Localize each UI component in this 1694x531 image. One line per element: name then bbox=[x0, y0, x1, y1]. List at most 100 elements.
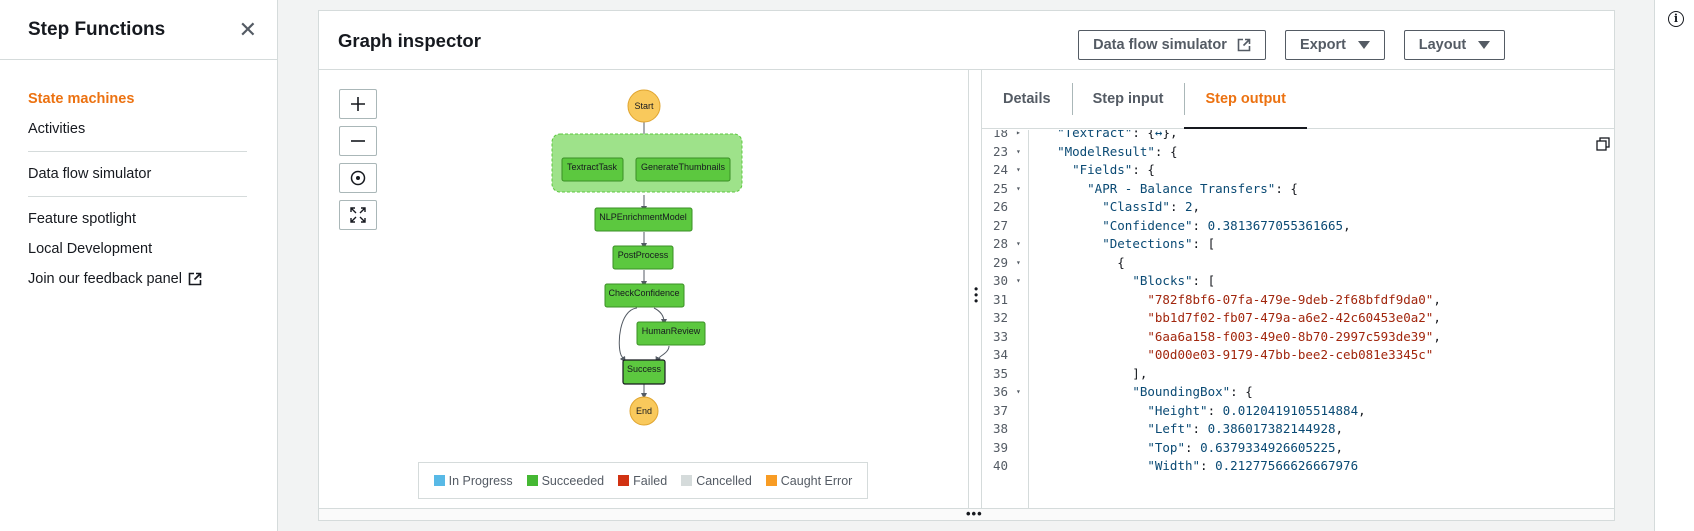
end-node[interactable] bbox=[629, 396, 659, 426]
tools-panel-strip: i bbox=[1654, 0, 1694, 531]
nlp-enrichment-model-node[interactable] bbox=[594, 207, 693, 232]
legend-label: Failed bbox=[633, 473, 668, 488]
caret-down-icon bbox=[1357, 41, 1370, 49]
start-node[interactable] bbox=[627, 89, 661, 123]
generate-thumbnails-node[interactable] bbox=[635, 157, 731, 182]
workflow-graph[interactable]: Start TextractTask GenerateThumbnails NL… bbox=[319, 70, 968, 520]
drag-handle-icon: ••• bbox=[974, 282, 979, 308]
line-number: 26 bbox=[992, 199, 1008, 214]
layout-dropdown-button[interactable]: Layout bbox=[1404, 30, 1505, 60]
fold-toggle-icon[interactable]: ▾ bbox=[1016, 276, 1021, 285]
code-line: 23▾ "ModelResult": { bbox=[982, 142, 1614, 162]
code-text: ], bbox=[1042, 365, 1148, 381]
line-number: 33 bbox=[992, 328, 1008, 344]
code-text: "Confidence": 0.3813677055361665, bbox=[1102, 217, 1351, 233]
edge bbox=[653, 307, 667, 325]
button-label: Export bbox=[1300, 37, 1346, 53]
code-line: 25 ▾ "APR - Balance Transfers": { bbox=[982, 179, 1614, 199]
minus-icon bbox=[351, 140, 365, 142]
sidebar-item-data-flow-simulator[interactable]: Data flow simulator bbox=[28, 166, 152, 182]
edge bbox=[618, 307, 638, 363]
sidebar-nav: State machines Activities Data flow simu… bbox=[0, 60, 277, 294]
legend-label: Succeeded bbox=[541, 473, 605, 488]
code-line: 29▾ { bbox=[982, 253, 1614, 273]
fold-toggle-icon[interactable]: ▾ bbox=[1016, 239, 1021, 248]
code-line: 27 "Confidence": 0.3813677055361665, bbox=[982, 216, 1614, 236]
line-number: 37 bbox=[992, 402, 1008, 418]
human-review-node[interactable] bbox=[636, 321, 706, 346]
fold-toggle-icon[interactable]: ▸ bbox=[1016, 130, 1021, 137]
drag-handle-icon: ••• bbox=[966, 506, 983, 521]
tab-list: Details Step input Step output bbox=[982, 70, 1614, 129]
zoom-in-button[interactable] bbox=[339, 89, 377, 119]
code-line: 18 ▸ "Textract": {↔}, bbox=[982, 130, 1614, 143]
tab-step-input[interactable]: Step input bbox=[1071, 70, 1185, 128]
line-number: 39 bbox=[992, 439, 1008, 455]
line-number: 25 bbox=[992, 180, 1008, 196]
legend-item: Caught Error bbox=[765, 473, 853, 488]
fold-toggle-icon[interactable]: ▾ bbox=[1016, 387, 1021, 396]
tab-step-output[interactable]: Step output bbox=[1184, 70, 1307, 129]
close-icon[interactable]: ✕ bbox=[238, 16, 257, 42]
sidebar-item-activities[interactable]: Activities bbox=[28, 121, 86, 137]
code-text: "Top": 0.6379334926605225, bbox=[1147, 439, 1344, 455]
line-number: 18 bbox=[992, 130, 1008, 140]
code-text: "Height": 0.0120419105514884, bbox=[1147, 402, 1366, 418]
legend-swatch bbox=[681, 475, 693, 486]
copy-icon[interactable] bbox=[1596, 137, 1610, 151]
line-number: 38 bbox=[992, 421, 1008, 436]
node-label: End bbox=[636, 406, 652, 416]
legend-label: In Progress bbox=[448, 473, 513, 488]
node-label: PostProcess bbox=[618, 250, 669, 260]
code-text: "Fields": { bbox=[1072, 162, 1155, 177]
center-graph-button[interactable] bbox=[339, 163, 377, 193]
sidebar-item-local-development[interactable]: Local Development bbox=[28, 241, 153, 257]
vertical-resize-handle[interactable]: ••• bbox=[968, 70, 982, 520]
sidebar-item-feature-spotlight[interactable]: Feature spotlight bbox=[28, 211, 137, 227]
code-line: 30▾ "Blocks": [ bbox=[982, 271, 1614, 291]
code-line: 39 "Top": 0.6379334926605225, bbox=[982, 438, 1614, 458]
node-label: Start bbox=[634, 101, 654, 111]
legend-swatch bbox=[526, 475, 538, 486]
line-number: 23 bbox=[992, 143, 1008, 159]
tab-details[interactable]: Details bbox=[1003, 91, 1051, 107]
external-link-icon bbox=[188, 272, 202, 286]
line-number: 28 bbox=[992, 236, 1008, 251]
zoom-out-button[interactable] bbox=[339, 126, 377, 156]
textract-task-node[interactable] bbox=[561, 157, 624, 182]
line-number: 27 bbox=[992, 217, 1008, 233]
plus-icon bbox=[351, 97, 365, 111]
horizontal-resize-handle[interactable]: ••• bbox=[319, 506, 1614, 521]
line-number: 31 bbox=[992, 291, 1008, 307]
code-text: "APR - Balance Transfers": { bbox=[1087, 180, 1298, 196]
sidebar-item-feedback-panel[interactable]: Join our feedback panel bbox=[0, 264, 277, 294]
button-label: Data flow simulator bbox=[1093, 37, 1227, 53]
legend-label: Caught Error bbox=[780, 473, 853, 488]
graph-inspector-panel: Graph inspector Data flow simulator Expo… bbox=[318, 10, 1615, 521]
line-number: 36 bbox=[992, 384, 1008, 399]
target-icon bbox=[350, 170, 366, 186]
line-number-gutter bbox=[982, 130, 1029, 508]
legend-item: Failed bbox=[618, 474, 667, 488]
check-confidence-node[interactable] bbox=[604, 283, 685, 308]
post-process-node[interactable] bbox=[612, 245, 674, 270]
legend-item: Cancelled bbox=[681, 474, 752, 488]
code-text: "ClassId": 2, bbox=[1102, 199, 1201, 214]
data-flow-simulator-button[interactable]: Data flow simulator bbox=[1078, 30, 1266, 60]
line-number: 30 bbox=[992, 273, 1008, 288]
sidebar-item-state-machines[interactable]: State machines bbox=[28, 91, 135, 107]
json-code-viewer[interactable]: 18▸ "Textract": {↔},23▾ "ModelResult": {… bbox=[982, 130, 1614, 508]
export-dropdown-button[interactable]: Export bbox=[1285, 30, 1385, 60]
info-icon[interactable]: i bbox=[1668, 11, 1684, 27]
line-number: 34 bbox=[992, 347, 1008, 362]
success-node[interactable] bbox=[622, 359, 666, 385]
code-text: "Textract": {↔}, bbox=[1057, 130, 1178, 140]
fold-toggle-icon[interactable]: ▾ bbox=[1016, 146, 1021, 156]
fold-toggle-icon[interactable]: ▾ bbox=[1016, 183, 1021, 193]
fold-toggle-icon[interactable]: ▾ bbox=[1016, 257, 1021, 267]
fold-toggle-icon[interactable]: ▾ bbox=[1016, 165, 1021, 174]
code-line: 24▾ "Fields": { bbox=[982, 160, 1614, 180]
panel-title: Graph inspector bbox=[338, 30, 481, 51]
legend-label: Cancelled bbox=[696, 473, 752, 488]
fit-to-screen-button[interactable] bbox=[339, 200, 377, 230]
